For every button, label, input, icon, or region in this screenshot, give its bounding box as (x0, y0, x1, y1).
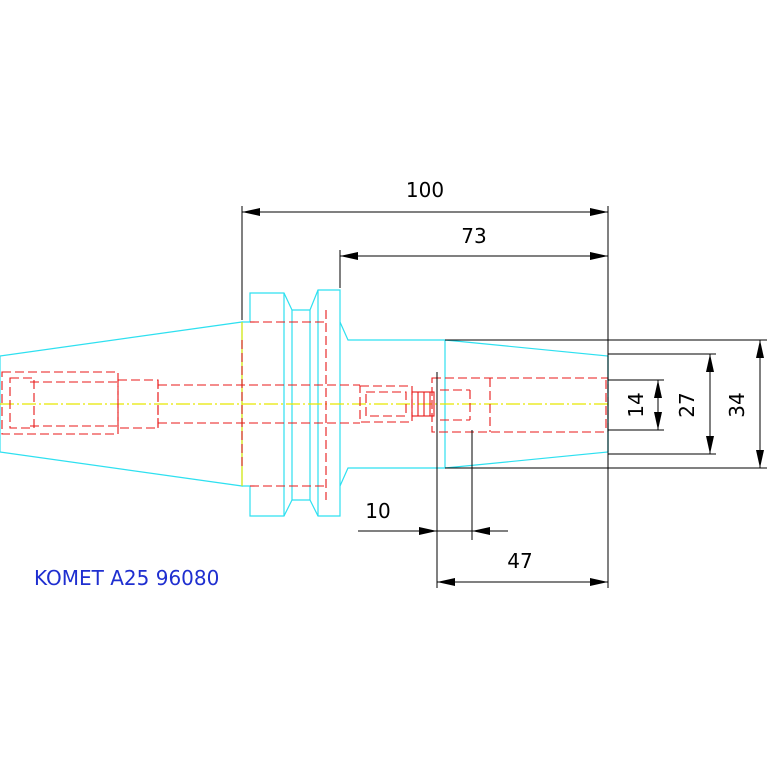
right-bore-hidden (431, 377, 609, 433)
dim-73-arrow-right (590, 252, 608, 260)
dim-14-label: 14 (624, 392, 648, 417)
dim-14-arrow-top (654, 380, 662, 398)
dim-73-label: 73 (461, 224, 486, 248)
dim-100-arrow-right (590, 208, 608, 216)
dim-47-label: 47 (507, 549, 532, 573)
screw-inner-hidden (365, 391, 407, 417)
dim-27-arrow-bottom (706, 436, 714, 454)
dim-34-arrow-bottom (756, 450, 764, 468)
through-passage-hidden (117, 379, 159, 429)
dim-10-arrow-left (419, 527, 437, 535)
tool-holder-outline (0, 289, 609, 517)
dim-27-arrow-top (706, 354, 714, 372)
dim-100-label: 100 (406, 178, 444, 202)
dim-10-arrow-right (472, 527, 490, 535)
dim-34-arrow-top (756, 340, 764, 358)
dim-47-arrow-right (590, 578, 608, 586)
flange-outline (242, 289, 341, 517)
left-bore-inner-hidden (9, 377, 35, 429)
screw-head-hidden (411, 391, 435, 417)
part-label: KOMET A25 96080 (34, 566, 219, 590)
dim-100-arrow-left (242, 208, 260, 216)
dim-73-arrow-left (340, 252, 358, 260)
left-bore-hidden (1, 371, 119, 435)
hidden-lines (1, 310, 609, 500)
dim-10-label: 10 (365, 499, 390, 523)
dim-27-label: 27 (675, 392, 699, 417)
dimensions: 100 73 10 47 14 27 (241, 178, 767, 588)
dim-47-arrow-left (437, 578, 455, 586)
dim-34-label: 34 (725, 392, 749, 417)
dim-14-arrow-bottom (654, 412, 662, 430)
